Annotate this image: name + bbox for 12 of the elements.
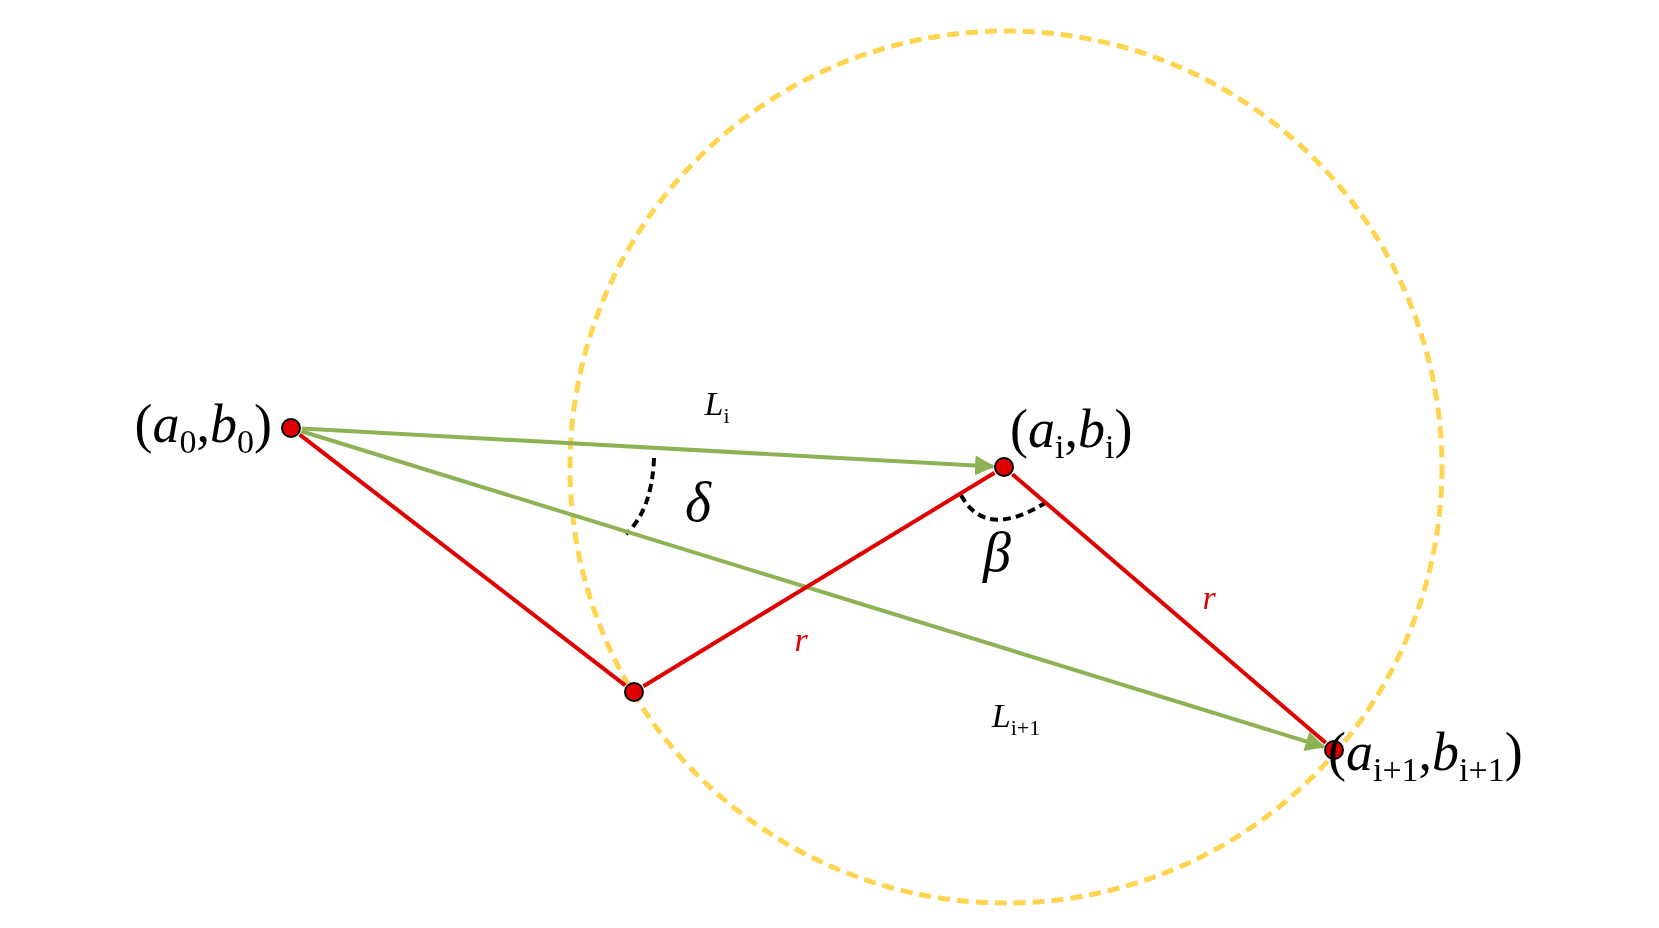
angle-label: δ <box>685 474 711 530</box>
point-dot <box>624 682 644 702</box>
line-segment <box>298 433 627 687</box>
coordinate-label: (a$_{i}$,b$_{i}$) <box>1010 401 1133 465</box>
point-dot <box>994 457 1014 477</box>
coordinate-label: (a$_{0}$,b$_{0}$) <box>134 396 272 460</box>
line-segment <box>642 471 996 688</box>
arrow <box>300 429 1326 751</box>
point-dot <box>281 418 301 438</box>
line-segment <box>1011 472 1327 745</box>
arrow <box>301 426 995 476</box>
coordinate-label: (a$_{i+1}$,b$_{i+1}$) <box>1328 724 1523 788</box>
